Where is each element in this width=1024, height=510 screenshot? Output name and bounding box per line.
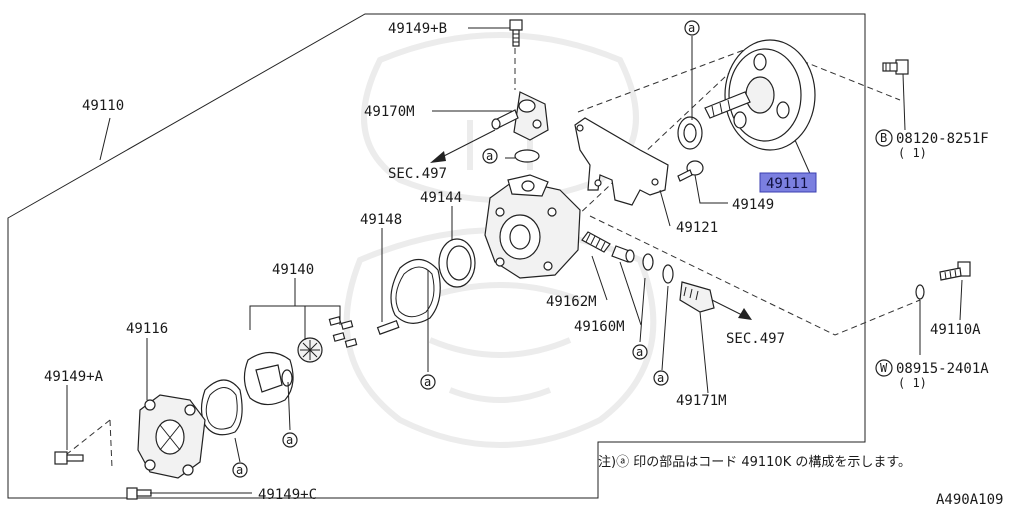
label-49149b[interactable]: 49149+B: [388, 21, 447, 37]
mark-a-icon: a: [653, 370, 669, 386]
mark-a-icon: a: [232, 462, 248, 478]
label-49171m[interactable]: 49171M: [676, 393, 727, 409]
svg-text:a: a: [424, 375, 431, 389]
assembly-frame: [7, 13, 866, 499]
circle-b-icon: B: [875, 129, 893, 147]
pin-49148: [376, 319, 400, 335]
label-49110a[interactable]: 49110A: [930, 322, 981, 338]
mark-a-icon: a: [282, 432, 298, 448]
pulley-49111: [704, 39, 816, 151]
pump-body: [484, 174, 581, 279]
label-49160m[interactable]: 49160M: [574, 319, 625, 335]
mark-a-icon: a: [482, 148, 498, 164]
qty-w: ( 1): [898, 376, 927, 390]
bolt-49149c: [126, 487, 152, 500]
bracket-49121: [574, 117, 669, 206]
washer-pulley: [677, 116, 703, 150]
bolt-49149a: [54, 451, 84, 465]
gasket-large: [390, 258, 441, 324]
reference-code: A490A109: [936, 492, 1003, 508]
bolt-49110a: [939, 261, 971, 281]
mark-a-icon: a: [420, 374, 436, 390]
label-49149c[interactable]: 49149+C: [258, 487, 317, 503]
washer-08915: [915, 284, 925, 300]
label-49149[interactable]: 49149: [732, 197, 774, 213]
label-49170m[interactable]: 49170M: [364, 104, 415, 120]
arrow-sec497-top: [430, 129, 496, 163]
label-49144[interactable]: 49144: [420, 190, 462, 206]
seal-49144: [438, 238, 476, 288]
qty-b: ( 1): [898, 146, 927, 160]
spring-49162m: [581, 231, 611, 253]
label-49140[interactable]: 49140: [272, 262, 314, 278]
label-sec497-top[interactable]: SEC.497: [388, 166, 447, 182]
label-49116[interactable]: 49116: [126, 321, 168, 337]
svg-text:a: a: [236, 463, 243, 477]
label-sec497-right[interactable]: SEC.497: [726, 331, 785, 347]
arrow-sec497-right: [711, 299, 752, 320]
union-49170m: [491, 91, 549, 141]
connector-49171m: [679, 281, 715, 313]
label-49121[interactable]: 49121: [676, 220, 718, 236]
svg-text:a: a: [286, 433, 293, 447]
gasket-mid: [200, 379, 243, 436]
svg-text:W: W: [880, 361, 888, 375]
label-49110[interactable]: 49110: [82, 98, 124, 114]
svg-text:B: B: [880, 131, 887, 145]
bolt-49149b: [509, 19, 523, 47]
mark-a-icons: a a a a a a a: [232, 20, 700, 478]
orings-valve: [642, 253, 674, 284]
label-08120-8251f[interactable]: 08120-8251F: [896, 131, 989, 147]
svg-text:a: a: [657, 371, 664, 385]
bolt-08120: [882, 59, 909, 75]
svg-text:a: a: [636, 345, 643, 359]
rotor-set-49140: [243, 316, 358, 406]
bolt-49149: [677, 160, 704, 182]
label-49148[interactable]: 49148: [360, 212, 402, 228]
leader-lines: [66, 27, 963, 494]
label-49111[interactable]: 49111: [766, 176, 808, 192]
oring-small-top: [514, 149, 540, 163]
svg-text:a: a: [486, 149, 493, 163]
label-49162m[interactable]: 49162M: [546, 294, 597, 310]
mark-a-icon: a: [684, 20, 700, 36]
part-labels: 49149+B 49170M 49110 SEC.497 49144 49148…: [44, 21, 989, 503]
cover-49116: [137, 394, 206, 479]
mark-a-icon: a: [632, 344, 648, 360]
svg-text:a: a: [688, 21, 695, 35]
label-49111-highlight[interactable]: 49111: [759, 172, 817, 193]
note-text: 注)ⓐ 印の部品はコード 49110K の構成を示します。: [598, 455, 911, 470]
circle-w-icon: W: [875, 359, 893, 377]
valve-49160m: [611, 245, 635, 263]
label-49149a[interactable]: 49149+A: [44, 369, 104, 385]
label-08915-2401a[interactable]: 08915-2401A: [896, 361, 989, 377]
